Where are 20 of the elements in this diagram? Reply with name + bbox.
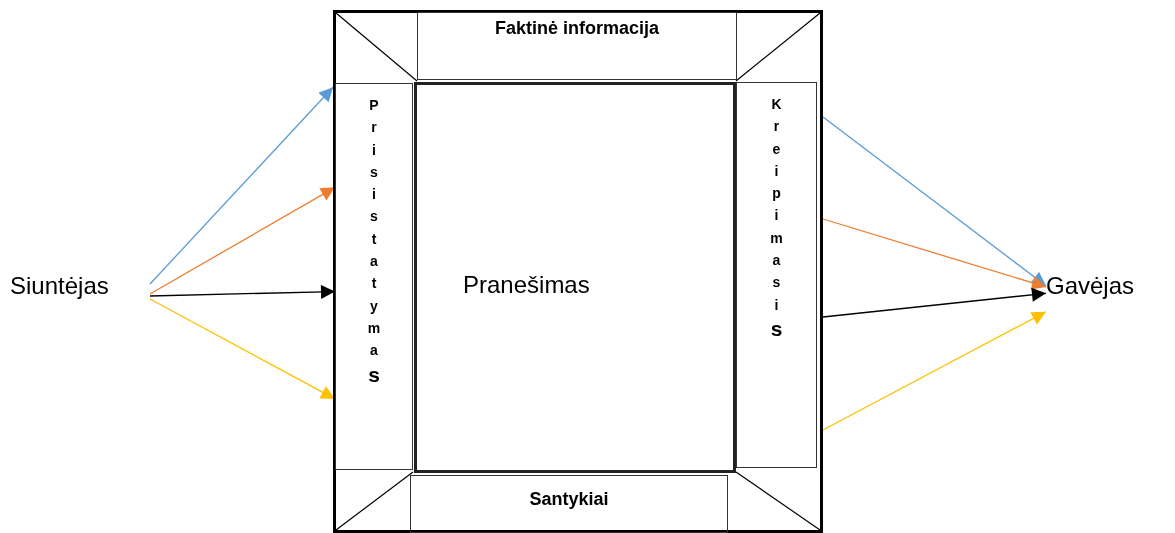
arrow xyxy=(822,116,1047,287)
arrow xyxy=(149,86,334,285)
bottom-band xyxy=(410,475,728,533)
arrow xyxy=(822,287,1047,318)
label: Gavėjas xyxy=(1046,272,1135,300)
label: Siuntėjas xyxy=(10,272,109,300)
arrow xyxy=(149,186,336,295)
label: Pranešimas xyxy=(463,271,590,299)
band-label: Faktinė informacija xyxy=(493,17,661,40)
band-label: Santykiai xyxy=(528,488,610,511)
arrow xyxy=(149,284,336,299)
top-band xyxy=(417,12,737,80)
message-box xyxy=(414,82,736,473)
arrow xyxy=(822,218,1047,290)
vertical-label: Prisistatymas xyxy=(366,96,382,388)
side-band xyxy=(335,83,413,470)
vertical-label: Kreipimasis xyxy=(769,95,784,342)
side-band xyxy=(736,82,817,468)
arrow xyxy=(822,311,1047,431)
arrow xyxy=(149,298,336,400)
